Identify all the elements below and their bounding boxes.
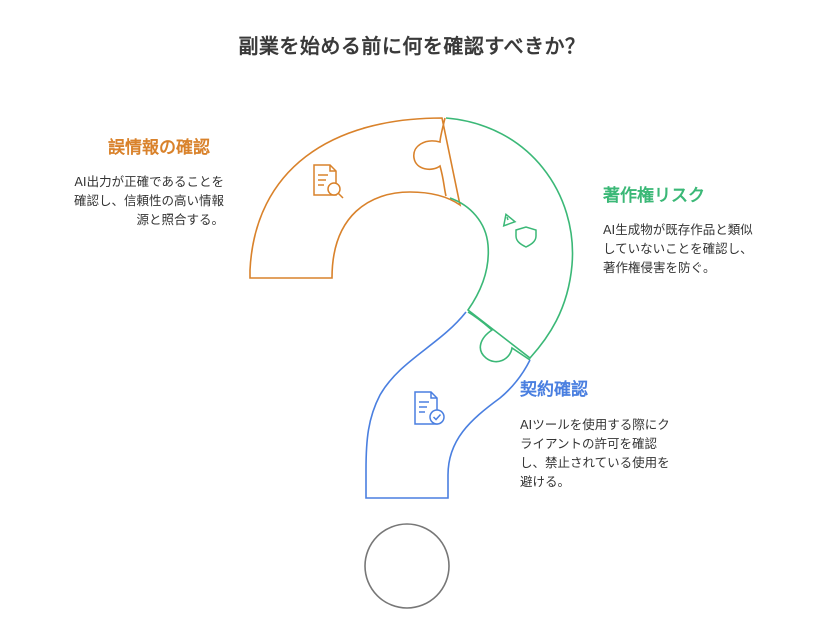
desc-line: ライアントの許可を確認 xyxy=(520,436,658,451)
desc-misinformation: AI出力が正確であることを 確認し、信頼性の高い情報 源と照合する。 xyxy=(74,172,224,229)
desc-line: 確認し、信頼性の高い情報 xyxy=(73,193,224,208)
question-dot xyxy=(364,523,450,609)
desc-line: AI出力が正確であることを xyxy=(74,174,224,189)
puzzle-knob-top xyxy=(413,117,447,197)
diagram-title: 副業を始める前に何を確認すべきか？ xyxy=(238,34,586,58)
desc-line: 源と照合する。 xyxy=(136,212,224,227)
desc-line: AIツールを使用する際にク xyxy=(520,417,670,432)
heading-copyright: 著作権リスク xyxy=(603,186,705,206)
document-search-icon xyxy=(313,164,344,199)
puzzle-knob-middle xyxy=(467,311,531,363)
puzzle-piece-green xyxy=(445,117,574,360)
desc-copyright: AI生成物が既存作品と類似 していないことを確認し、 著作権侵害を防ぐ。 xyxy=(603,220,753,277)
puzzle-piece-blue xyxy=(365,311,531,499)
heading-misinformation: 誤情報の確認 xyxy=(108,138,210,158)
desc-contract: AIツールを使用する際にク ライアントの許可を確認 し、禁止されている使用を 避… xyxy=(520,415,670,491)
desc-line: AI生成物が既存作品と類似 xyxy=(603,222,753,237)
desc-line: していないことを確認し、 xyxy=(603,241,753,256)
desc-line: 避ける。 xyxy=(520,474,571,489)
heading-contract: 契約確認 xyxy=(520,380,588,400)
shield-warning-icon xyxy=(502,212,537,248)
puzzle-piece-orange xyxy=(249,117,462,279)
document-check-icon xyxy=(414,391,445,425)
desc-line: 著作権侵害を防ぐ。 xyxy=(603,260,716,275)
desc-line: し、禁止されている使用を xyxy=(520,455,670,470)
